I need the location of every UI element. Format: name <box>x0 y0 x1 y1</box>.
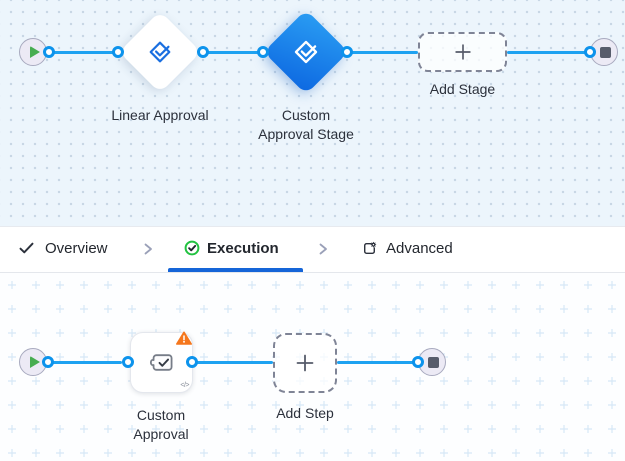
tab-label: Execution <box>207 239 279 257</box>
connection-port[interactable] <box>186 356 198 368</box>
connector-wire <box>337 360 418 364</box>
add-stage-label: Add Stage <box>429 81 496 97</box>
connection-port[interactable] <box>341 46 353 58</box>
connection-port[interactable] <box>43 46 55 58</box>
plus-icon <box>293 351 317 375</box>
connector-wire <box>48 360 122 364</box>
tab-overview[interactable]: Overview <box>19 227 108 269</box>
connection-port[interactable] <box>257 46 269 58</box>
warning-icon <box>176 331 192 345</box>
check-circle-icon <box>184 240 200 256</box>
stage-label: Linear Approval <box>111 107 209 123</box>
stop-icon <box>599 46 611 58</box>
tab-advanced[interactable]: Advanced <box>362 227 453 269</box>
connection-port[interactable] <box>112 46 124 58</box>
settings-box-icon <box>362 241 377 256</box>
connector-wire <box>203 50 263 54</box>
play-icon <box>30 356 40 368</box>
add-step-label: Add Step <box>276 405 334 421</box>
connection-port[interactable] <box>412 356 424 368</box>
stage-canvas[interactable]: Linear Approval Custom Approval Stage Ad… <box>0 0 625 226</box>
add-stage-button[interactable] <box>418 32 507 72</box>
puzzle-check-icon <box>147 349 177 376</box>
active-tab-underline <box>168 268 303 272</box>
step-canvas[interactable]: </> Custom Approval Add Step <box>0 273 625 461</box>
stage-node-custom-approval-stage[interactable] <box>263 9 349 95</box>
connection-port[interactable] <box>584 46 596 58</box>
tab-label: Advanced <box>386 239 453 257</box>
add-step-button[interactable] <box>273 333 337 393</box>
play-icon <box>30 46 40 58</box>
plus-icon <box>452 41 474 63</box>
execution-tabbar: Overview Execution <box>0 226 625 273</box>
stop-icon <box>427 356 439 368</box>
connection-port[interactable] <box>197 46 209 58</box>
step-label: Custom Approval <box>133 407 189 442</box>
chevron-right-icon <box>317 242 329 256</box>
connection-port[interactable] <box>42 356 54 368</box>
stage-node-linear-approval[interactable] <box>118 10 202 94</box>
start-node[interactable] <box>19 38 47 66</box>
tab-label: Overview <box>45 239 108 257</box>
stage-approval-icon <box>147 39 173 65</box>
code-icon: </> <box>180 382 189 389</box>
connector-wire <box>192 360 273 364</box>
tab-execution[interactable]: Execution <box>168 227 303 269</box>
connector-wire <box>347 50 418 54</box>
stage-label: Custom Approval Stage <box>258 107 354 142</box>
connection-port[interactable] <box>122 356 134 368</box>
step-node-custom-approval[interactable]: </> <box>130 332 193 393</box>
stage-approval-icon <box>292 38 320 66</box>
chevron-right-icon <box>142 242 154 256</box>
check-icon <box>19 242 34 254</box>
connector-wire <box>49 50 119 54</box>
connector-wire <box>507 50 590 54</box>
